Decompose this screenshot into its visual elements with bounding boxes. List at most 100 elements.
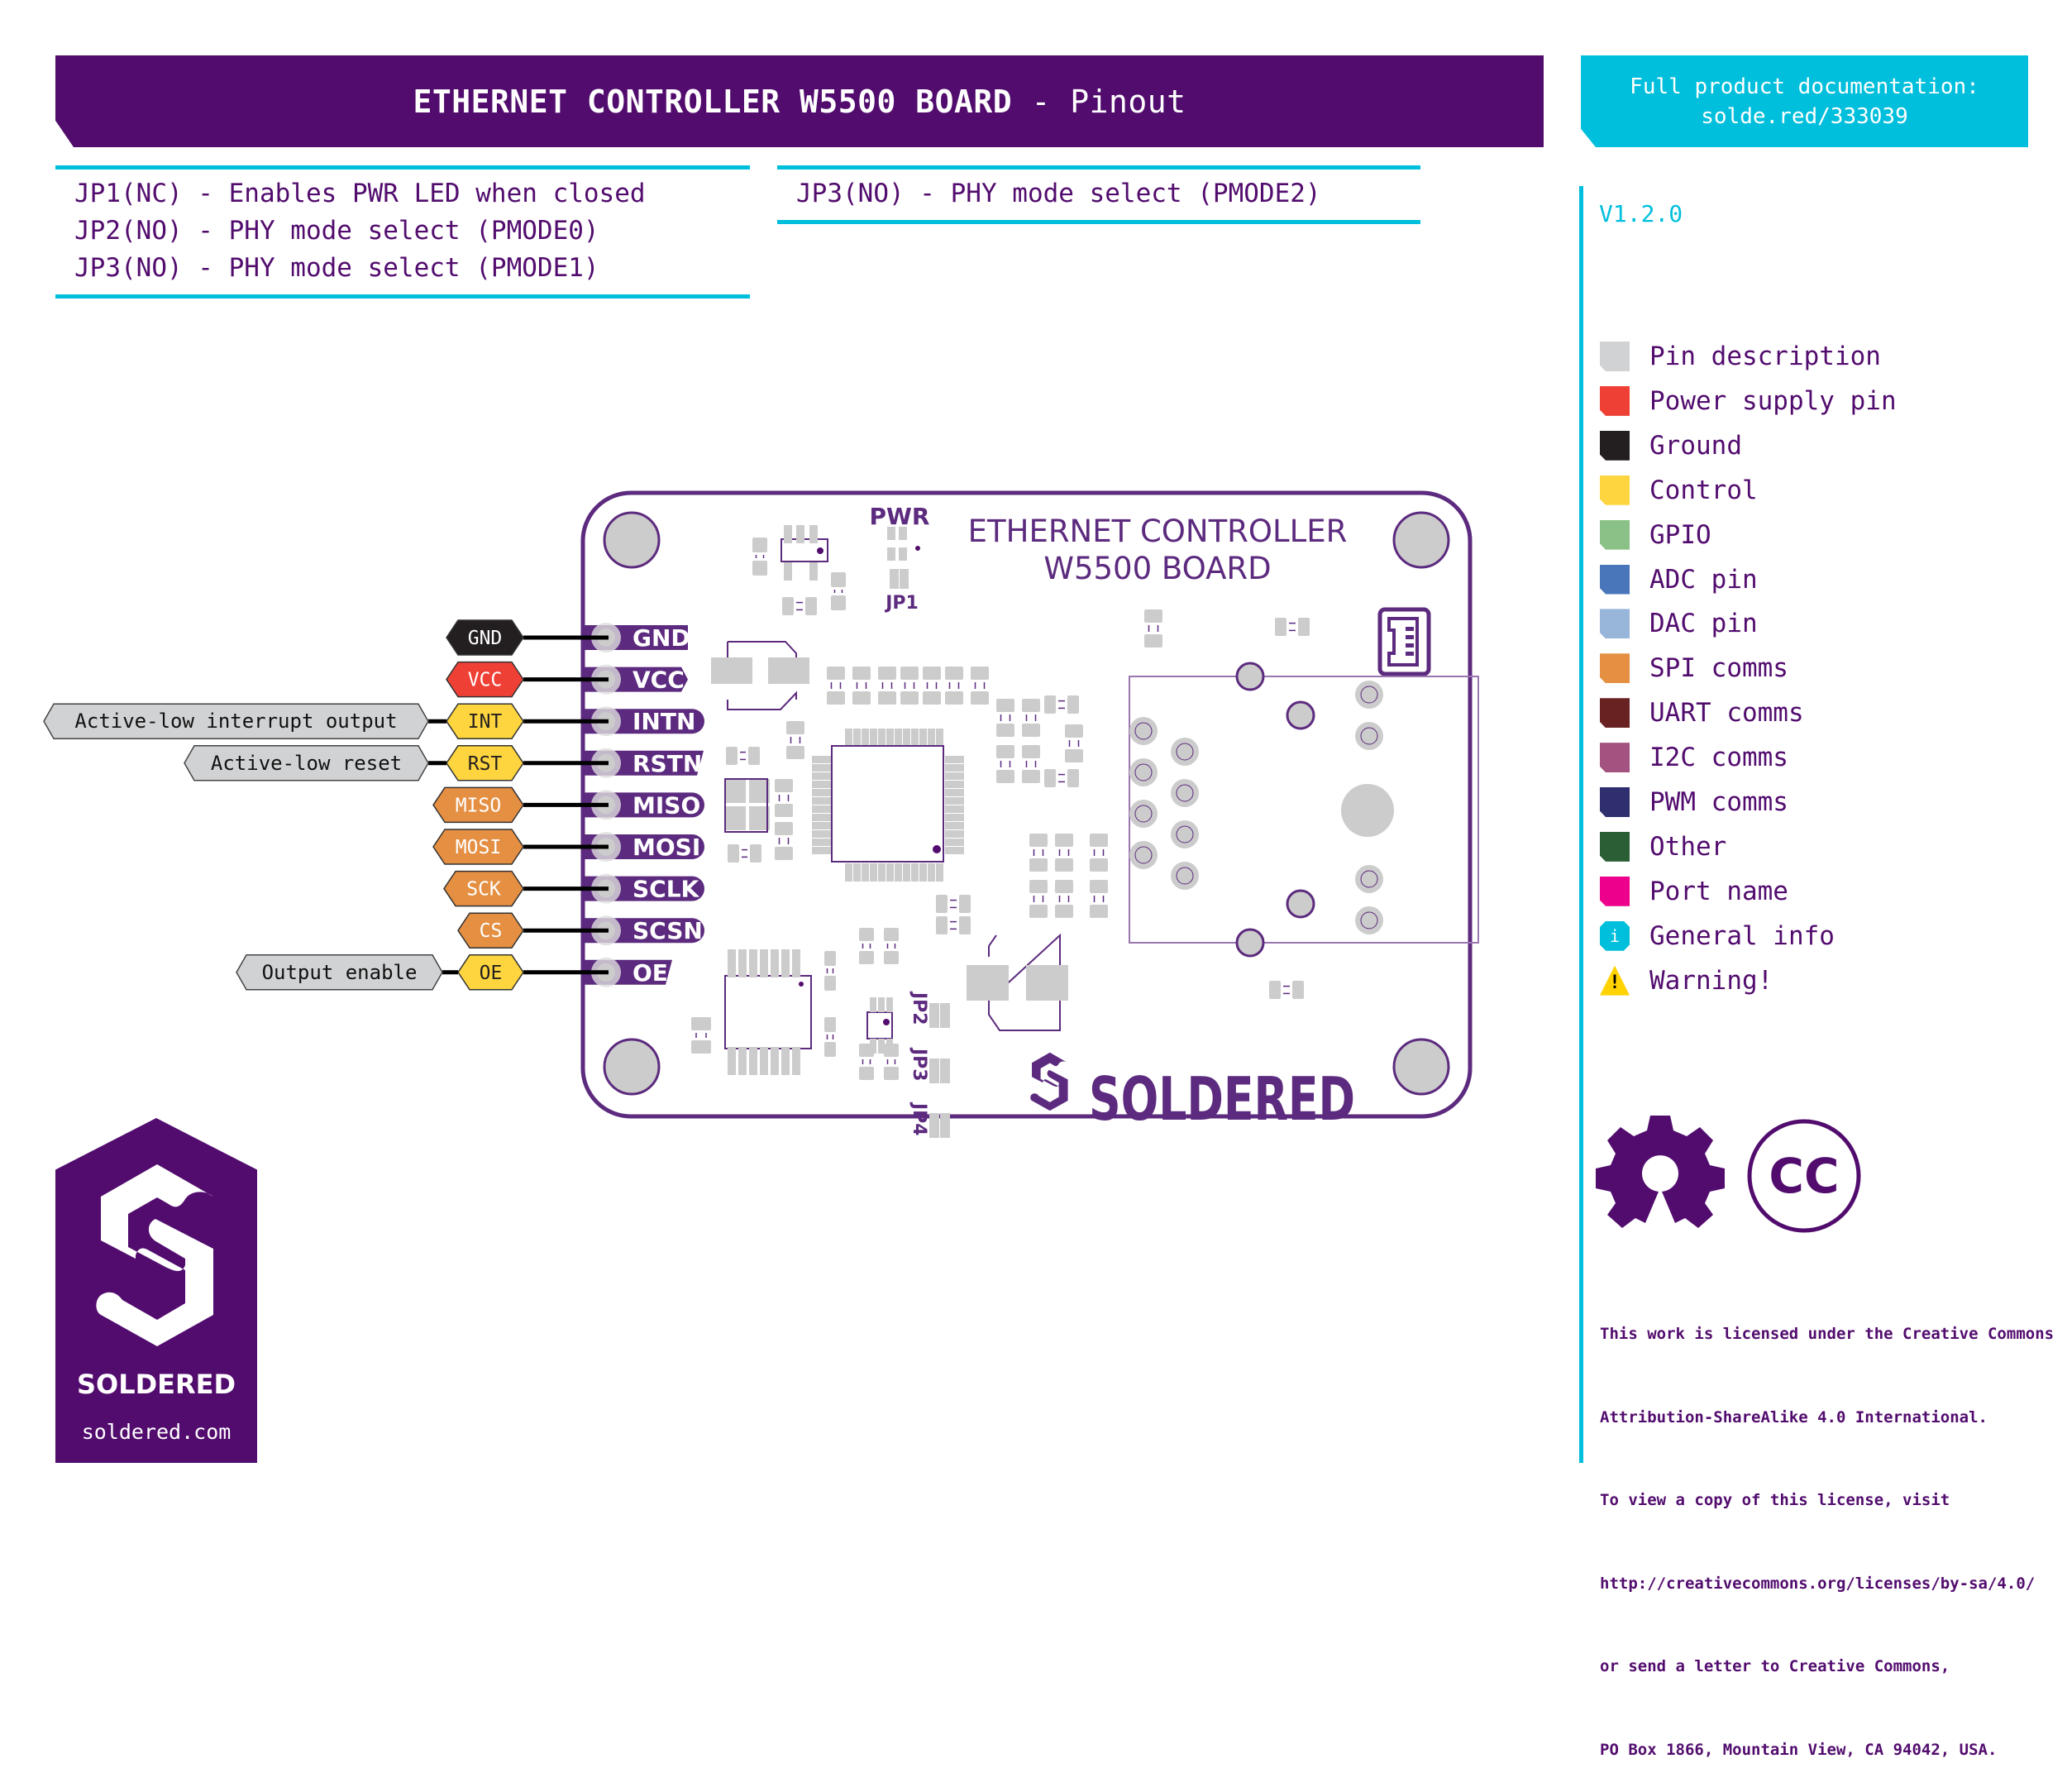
ic-pad [878,863,886,882]
board-title-line1: ETHERNET CONTROLLER [968,514,1348,549]
legend-item: SPI comms [1600,652,1788,685]
legend-swatch [1600,609,1630,639]
ic-pad [812,830,831,838]
legend-item: UART comms [1600,696,1804,729]
smd-pad [775,847,793,860]
smd-pad [859,1067,874,1080]
license-url[interactable]: http://creativecommons.org/licenses/by-s… [1600,1574,2036,1593]
jumper-pad [929,1003,939,1028]
pin-function-label: MOSI [456,837,501,858]
jumper-note: JP3(NO) - PHY mode select (PMODE2) [796,179,1321,208]
pin-function-tag [443,870,524,907]
ic-pad [812,847,831,854]
pin-function-tag [446,745,524,781]
legend-swatch [1600,475,1630,505]
smd-pad [859,928,874,941]
smd-pad [887,547,895,561]
legend-swatch [1600,653,1630,684]
ic-pad [919,729,927,747]
side-panel-rule [1579,186,1583,1463]
documentation-url[interactable]: solde.red/333039 [1701,103,1908,129]
pin-function-tag [446,703,524,739]
smd-pad [831,572,846,587]
smd-pad [750,844,761,863]
divider [777,220,1420,224]
smd-pad [1029,880,1048,893]
smd-pad [760,949,768,977]
legend-item: I2C comms [1600,741,1788,774]
smd-pad [884,1067,899,1080]
ic-pad [936,729,943,747]
smd-pad [1029,834,1048,847]
legend-swatch [1600,430,1630,461]
legend-swatch [1600,787,1630,817]
pin-function-tag [457,954,524,991]
soldered-s-logo-icon [96,1164,213,1346]
smd-pad [827,691,845,705]
ic-pad [903,863,910,882]
jumper-pad [940,1058,950,1083]
ic-pad [886,729,894,747]
smd-pad [749,949,757,977]
legend-item: Pin description [1600,340,1881,373]
smd-pad [1026,965,1068,1001]
smd-pad [967,965,1009,1001]
smd-pad [1090,858,1108,872]
smd-pad [945,691,963,705]
smd-pad [782,597,794,615]
ic-pad [853,863,861,882]
documentation-link-box[interactable]: Full product documentation: solde.red/33… [1581,55,2028,147]
jumper-pad [929,1058,939,1083]
smd-pad [1065,724,1083,738]
smd-pad [900,691,919,705]
legend-item: Port name [1600,875,1788,908]
smd-pad [971,667,989,680]
component-outline [724,778,768,833]
smd-pad [959,895,971,913]
smd-pad [887,527,895,540]
pin-description-label: Output enable [262,961,418,984]
smd-pad [760,1047,768,1075]
jumper-note: JP3(NO) - PHY mode select (PMODE1) [74,253,599,283]
smd-pad [1067,769,1079,787]
cc-mark: CC [1769,1148,1839,1204]
smd-pad [1090,905,1108,918]
smd-pad [824,1017,836,1032]
legend-label: ADC pin [1649,564,1758,595]
ic-pad [812,814,831,821]
jumper-pad [890,569,899,589]
smd-pad [899,527,907,540]
smd-pad [1022,770,1040,783]
board-soldered-logo-icon [1030,1052,1068,1111]
rj45-pin-ring [1176,867,1194,885]
smd-pad [900,667,919,680]
smd-pad [1144,609,1162,623]
pin-function-label: CS [480,920,503,942]
ic-pad [812,789,831,796]
divider [777,165,1420,170]
ic-pad [812,756,831,763]
ic-pad [862,863,869,882]
pin-function-label: SCK [466,879,501,901]
smd-pad [781,949,790,977]
pin-header-label: GND [633,624,690,652]
brand-url[interactable]: soldered.com [81,1420,232,1444]
smd-pad [959,916,971,934]
smd-pad [878,1039,885,1054]
mounting-hole [1392,1038,1450,1096]
ic-pad [812,764,831,772]
smd-pad [775,804,793,817]
pin-description-tag [43,703,429,739]
smd-pad [1067,695,1079,714]
legend-label: Warning! [1649,965,1773,996]
ic-pad [945,789,964,796]
smd-pad [809,525,818,543]
ic-pad [812,839,831,846]
ic-pad [945,781,964,788]
ic-pad [911,863,919,882]
